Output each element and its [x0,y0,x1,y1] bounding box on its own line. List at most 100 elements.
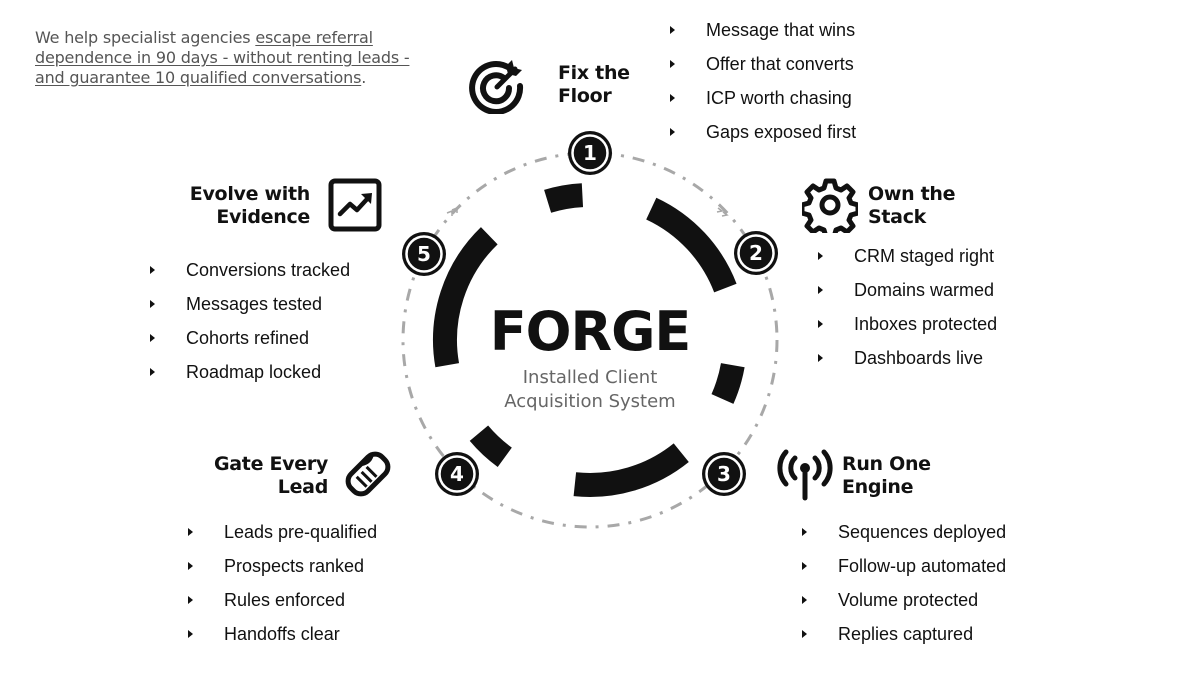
center-subtitle-line2: Acquisition System [504,391,676,412]
trend-chart-icon [328,178,382,232]
progress-arcs [433,183,745,497]
bullet-arrow-icon [818,354,823,362]
bullet-arrow-icon [802,562,807,570]
stage-2-title-line1: Own the [868,183,956,205]
target-arrow-icon [469,60,524,114]
stage-5-badge: 5 [402,232,446,276]
bullet-item: Messages tested [150,293,350,327]
broadcast-antenna-icon [777,449,833,501]
stage-2-title: Own the Stack [868,183,956,229]
bullet-item: Rules enforced [188,589,377,623]
stage-1-bullets: Message that wins Offer that converts IC… [670,19,856,155]
stage-2-title-line2: Stack [868,206,926,228]
bullet-arrow-icon [188,562,193,570]
progress-arc-tick [711,362,745,404]
stage-4-badge: 4 [435,452,479,496]
bullet-arrow-icon [670,128,675,136]
bullet-item: Replies captured [802,623,1006,657]
stage-number: 1 [583,141,597,165]
handshake-icon [345,451,391,497]
bullet-item: Gaps exposed first [670,121,856,155]
bullet-item: Message that wins [670,19,856,53]
bullet-text: Volume protected [838,590,979,610]
bullet-arrow-icon [670,26,675,34]
intro-end-text: . [361,68,367,87]
bullet-text: Handoffs clear [224,624,340,644]
bullet-text: Domains warmed [854,280,995,300]
progress-arc-tick [544,183,584,213]
bullet-text: Sequences deployed [838,522,1007,542]
bullet-text: Inboxes protected [854,314,998,334]
bullet-text: CRM staged right [854,246,995,266]
stage-1-title-line1: Fix the [558,62,630,84]
stage-2-bullets: CRM staged right Domains warmed Inboxes … [818,245,997,381]
bullet-text: Leads pre-qualified [224,522,378,542]
bullet-arrow-icon [150,334,155,342]
stage-number: 3 [717,462,731,486]
orbit-arrow-icon [716,207,724,213]
stage-4-title-line1: Gate Every [213,453,328,475]
progress-arc-segment [433,227,498,368]
bullet-arrow-icon [150,266,155,274]
bullet-text: Gaps exposed first [706,122,857,142]
bullet-text: Conversions tracked [186,260,351,280]
bullet-item: Cohorts refined [150,327,350,361]
bullet-item: Conversions tracked [150,259,350,293]
stage-5-bullets: Conversions tracked Messages tested Coho… [150,259,350,395]
bullet-arrow-icon [188,528,193,536]
stage-3-badge: 3 [702,452,746,496]
stage-number: 4 [450,462,464,486]
bullet-item: Follow-up automated [802,555,1006,589]
bullet-item: CRM staged right [818,245,997,279]
bullet-item: Volume protected [802,589,1006,623]
stage-4-title-line2: Lead [277,476,329,498]
bullet-item: Leads pre-qualified [188,521,377,555]
bullet-item: ICP worth chasing [670,87,856,121]
center-title: FORGE [489,300,692,363]
bullet-text: Prospects ranked [224,556,365,576]
bullet-arrow-icon [188,596,193,604]
stage-number: 5 [417,242,431,266]
bullet-text: Rules enforced [224,590,346,610]
orbit-arrow-icon [451,206,458,213]
bullet-arrow-icon [818,286,823,294]
bullet-item: Domains warmed [818,279,997,313]
bullet-item: Sequences deployed [802,521,1006,555]
orbit-arrow-icon [446,209,453,216]
intro-plain-text: We help specialist agencies [35,28,256,47]
stage-5-title: Evolve with Evidence [160,183,311,229]
stage-4-bullets: Leads pre-qualified Prospects ranked Rul… [188,521,377,657]
bullet-item: Inboxes protected [818,313,997,347]
bullet-arrow-icon [818,252,823,260]
bullet-arrow-icon [802,528,807,536]
bullet-text: Offer that converts [706,54,854,74]
bullet-text: Roadmap locked [186,362,322,382]
bullet-arrow-icon [802,630,807,638]
intro-underlined-text: escape referral dependence in 90 days - … [35,28,410,87]
bullet-item: Prospects ranked [188,555,377,589]
intro-statement: We help specialist agencies escape refer… [35,28,415,88]
gear-icon [802,178,858,233]
orbit-arrows [446,206,729,217]
bullet-arrow-icon [670,60,675,68]
stage-1-badge: 1 [568,131,612,175]
bullet-arrow-icon [188,630,193,638]
bullet-text: Dashboards live [854,348,984,368]
stage-5-title-line1: Evolve with [189,183,311,205]
bullet-text: Messages tested [186,294,323,314]
bullet-arrow-icon [150,300,155,308]
bullet-arrow-icon [802,596,807,604]
bullet-text: Follow-up automated [838,556,1007,576]
bullet-arrow-icon [150,368,155,376]
bullet-arrow-icon [818,320,823,328]
stage-5-title-line2: Evidence [216,206,310,228]
center-subtitle-line1: Installed Client [522,367,658,388]
stage-3-title-line1: Run One [842,453,931,475]
progress-arc-segment [573,443,689,497]
stage-1-title-line2: Floor [558,85,612,107]
progress-arc-tick [469,425,513,468]
bullet-item: Offer that converts [670,53,856,87]
progress-arc-segment [645,197,737,293]
bullet-text: Message that wins [706,20,856,40]
